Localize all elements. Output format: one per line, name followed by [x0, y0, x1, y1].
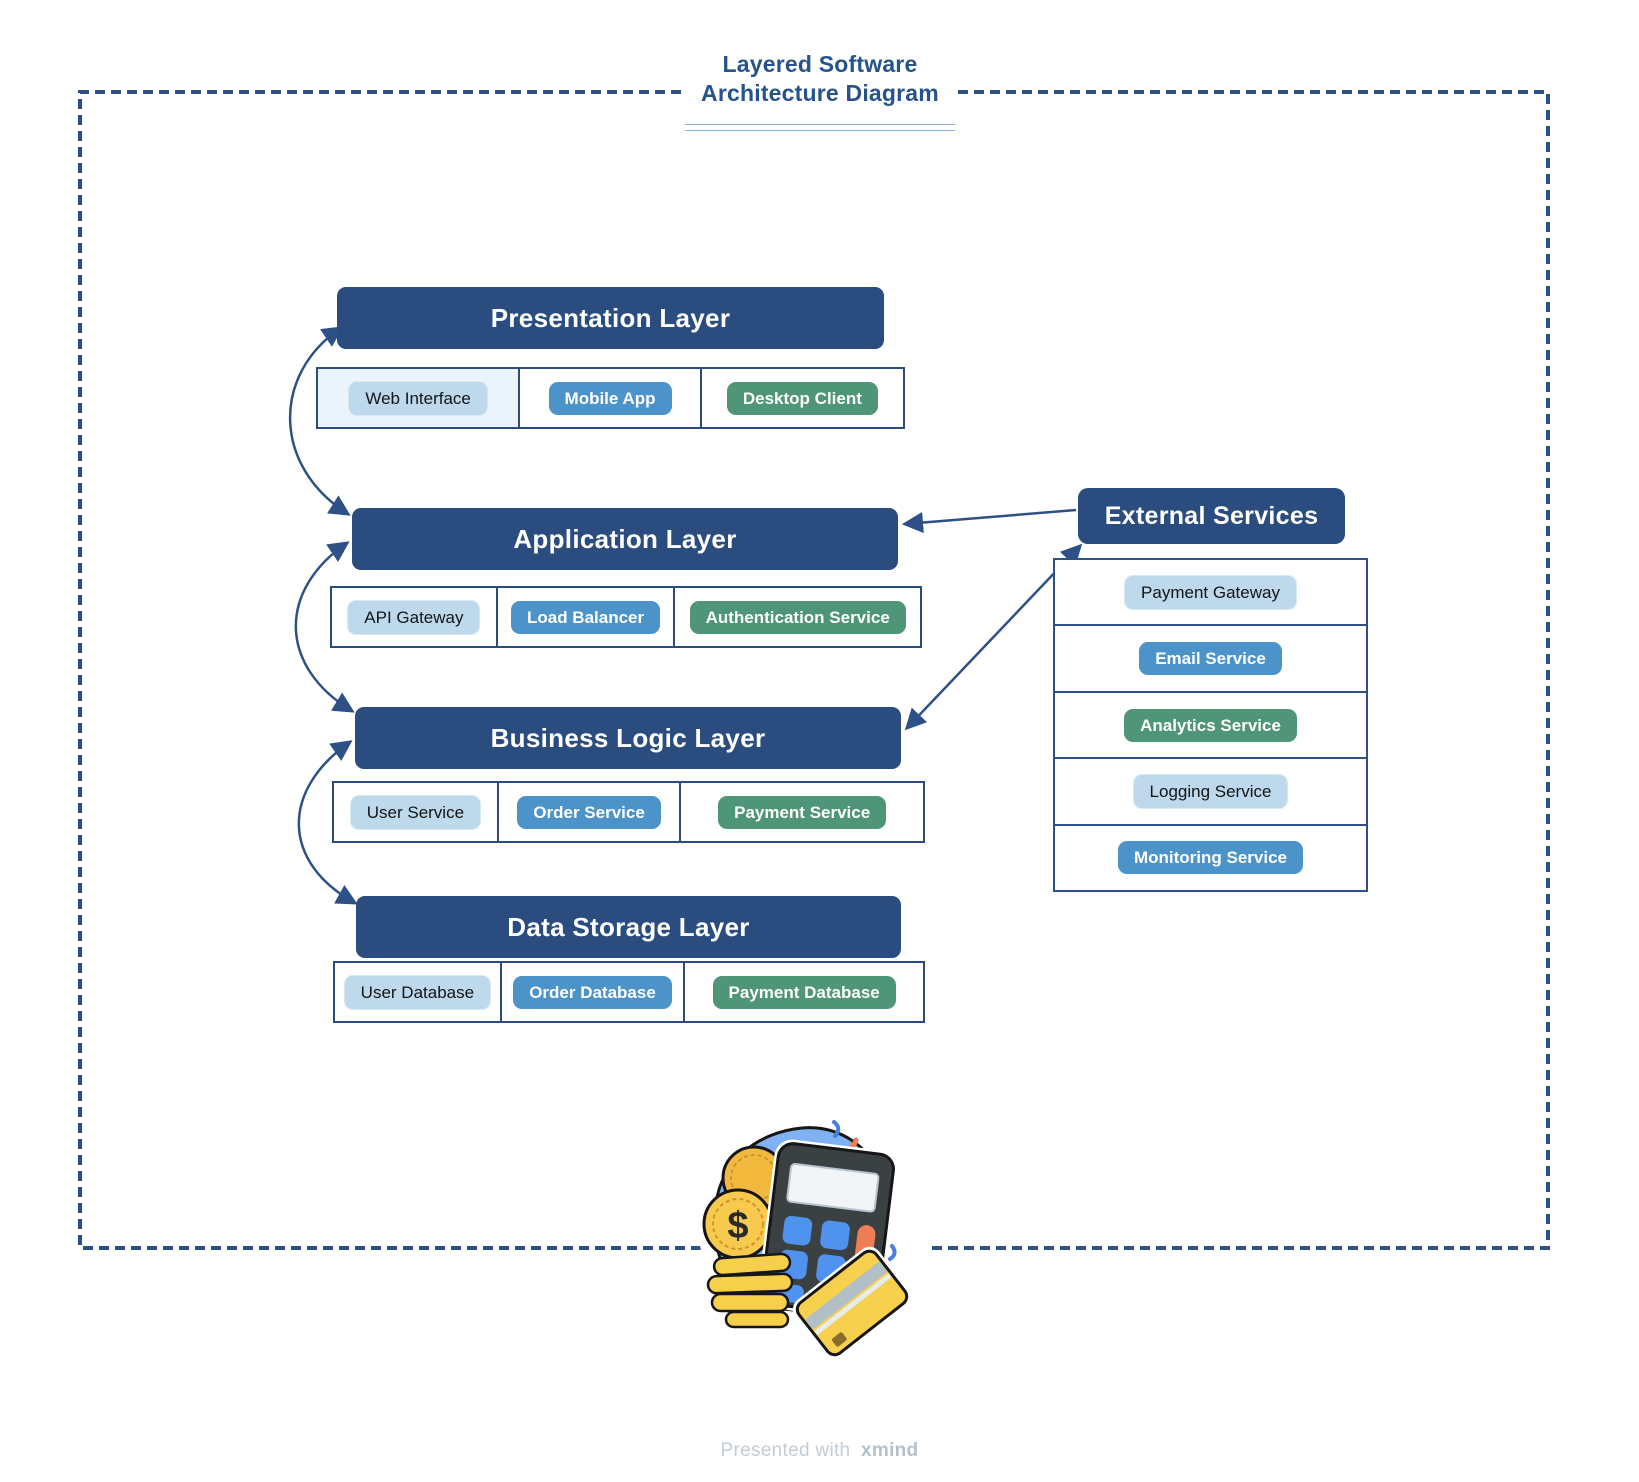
node-payment-database[interactable]: Payment Database	[712, 975, 896, 1009]
footer-credit: Presented with xmind	[0, 1440, 1639, 1462]
layer-header-presentation[interactable]: Presentation Layer	[337, 287, 884, 349]
layer-header-data-storage[interactable]: Data Storage Layer	[356, 896, 901, 958]
svg-text:$: $	[727, 1205, 748, 1247]
node-user-database[interactable]: User Database	[343, 974, 492, 1010]
footer-brand: xmind	[861, 1440, 919, 1461]
external-services-panel: Payment Gateway Email Service Analytics …	[1053, 558, 1368, 892]
cell-authentication-service: Authentication Service	[675, 588, 920, 646]
cell-desktop-client: Desktop Client	[702, 369, 903, 427]
node-email-service[interactable]: Email Service	[1139, 642, 1282, 676]
cell-api-gateway: API Gateway	[332, 588, 498, 646]
node-web-interface[interactable]: Web Interface	[348, 380, 488, 416]
layer-row-data-storage: User Database Order Database Payment Dat…	[333, 961, 925, 1023]
node-api-gateway[interactable]: API Gateway	[347, 599, 481, 635]
confetti-blue	[832, 1120, 841, 1138]
node-logging-service[interactable]: Logging Service	[1132, 773, 1289, 809]
node-order-database[interactable]: Order Database	[513, 975, 672, 1009]
hand-icon	[706, 1252, 794, 1329]
node-monitoring-service[interactable]: Monitoring Service	[1117, 841, 1304, 875]
cell-payment-database: Payment Database	[685, 963, 923, 1021]
calculator-credit-card-illustration: $	[698, 1112, 912, 1358]
cell-mobile-app: Mobile App	[520, 369, 702, 427]
credit-card-icon	[792, 1246, 912, 1358]
cell-web-interface: Web Interface	[318, 369, 521, 427]
cell-user-database: User Database	[335, 963, 502, 1021]
cell-payment-service: Payment Service	[681, 783, 923, 841]
cell-load-balancer: Load Balancer	[498, 588, 676, 646]
cell-order-service: Order Service	[499, 783, 682, 841]
node-mobile-app[interactable]: Mobile App	[548, 381, 672, 415]
ext-row-email-service: Email Service	[1055, 626, 1366, 693]
layer-row-application: API Gateway Load Balancer Authentication…	[330, 586, 922, 648]
layer-header-application[interactable]: Application Layer	[352, 508, 898, 570]
external-services-header[interactable]: External Services	[1078, 488, 1345, 544]
layer-row-presentation: Web Interface Mobile App Desktop Client	[316, 367, 905, 429]
diagram-title: Layered Software Architecture Diagram	[620, 50, 1020, 108]
calculator-icon	[757, 1139, 898, 1320]
node-user-service[interactable]: User Service	[349, 794, 482, 830]
node-payment-service[interactable]: Payment Service	[718, 795, 887, 829]
node-authentication-service[interactable]: Authentication Service	[689, 600, 906, 634]
cell-order-database: Order Database	[502, 963, 686, 1021]
footer-text: Presented with	[720, 1440, 851, 1461]
node-analytics-service[interactable]: Analytics Service	[1124, 708, 1297, 742]
confetti-blue-2	[888, 1244, 897, 1261]
title-line-1: Layered Software	[722, 51, 918, 77]
ext-row-monitoring-service: Monitoring Service	[1055, 826, 1366, 890]
layer-row-business-logic: User Service Order Service Payment Servi…	[332, 781, 925, 843]
ext-row-analytics-service: Analytics Service	[1055, 693, 1366, 760]
node-desktop-client[interactable]: Desktop Client	[726, 381, 878, 415]
border-top-left-segment	[78, 90, 705, 1250]
ext-row-logging-service: Logging Service	[1055, 759, 1366, 826]
arrow-external-application	[901, 508, 1077, 534]
node-load-balancer[interactable]: Load Balancer	[510, 600, 661, 634]
node-payment-gateway[interactable]: Payment Gateway	[1124, 574, 1297, 610]
node-order-service[interactable]: Order Service	[517, 795, 661, 829]
title-line-2: Architecture Diagram	[701, 79, 939, 106]
cell-user-service: User Service	[334, 783, 499, 841]
layer-header-business-logic[interactable]: Business Logic Layer	[355, 707, 901, 769]
ext-row-payment-gateway: Payment Gateway	[1055, 560, 1366, 627]
title-underline	[685, 124, 955, 131]
